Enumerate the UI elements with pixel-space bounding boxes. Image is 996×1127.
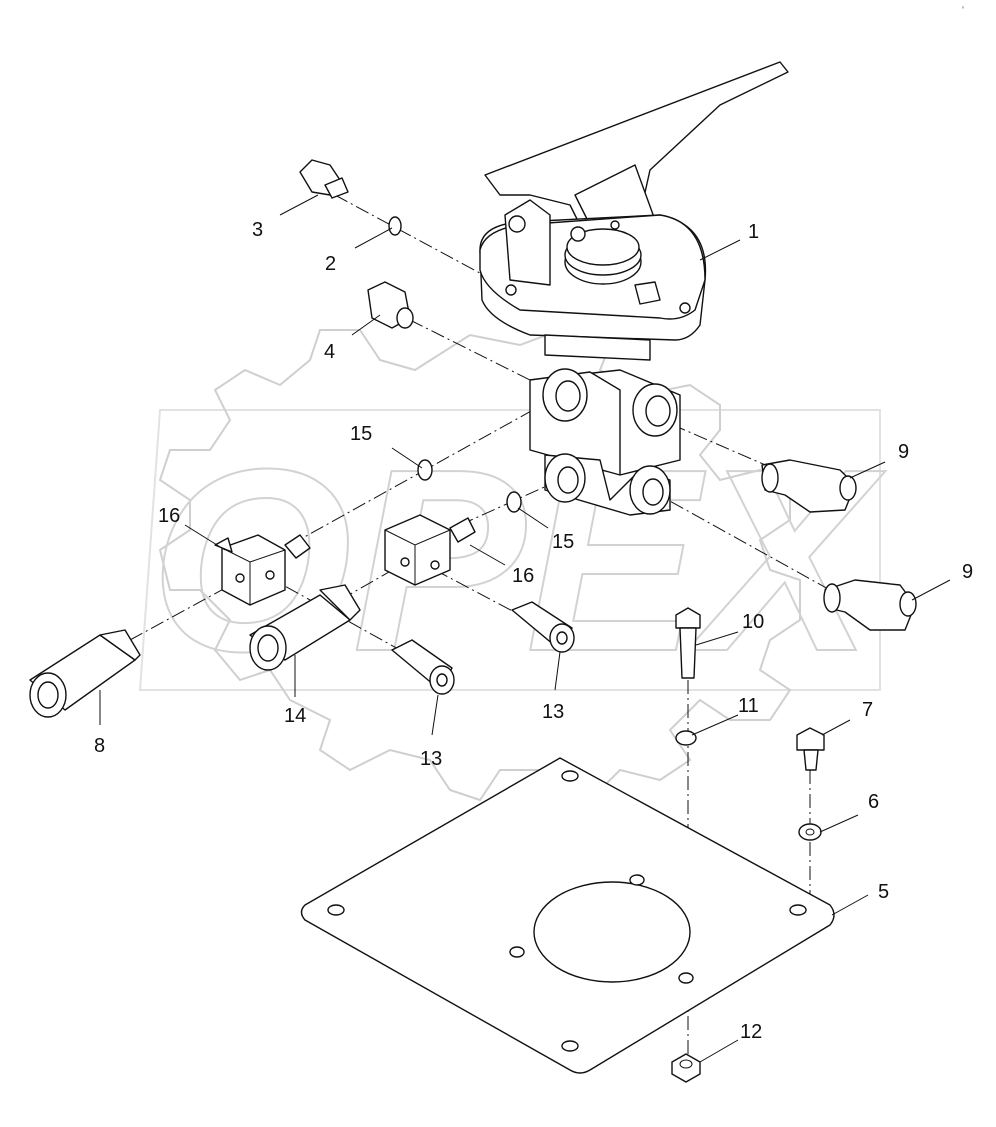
elbow-fitting-lower xyxy=(823,579,917,631)
callout-5: 5 xyxy=(878,881,889,903)
seal-ring-top xyxy=(388,216,402,236)
callout-2: 2 xyxy=(325,253,336,275)
plug-bolt xyxy=(299,159,349,199)
callout-9-lower: 9 xyxy=(962,561,973,583)
leader-lines xyxy=(99,194,951,1063)
elbow-fitting-upper xyxy=(761,459,857,513)
plug-13-left xyxy=(391,639,455,695)
callout-7: 7 xyxy=(862,699,873,721)
callout-11: 11 xyxy=(738,695,759,717)
callout-14: 14 xyxy=(284,705,306,727)
tee-block-right xyxy=(384,514,476,586)
seal-ring-right xyxy=(506,491,522,513)
callout-8: 8 xyxy=(94,735,105,757)
fitting-upper xyxy=(367,281,414,329)
brake-valve-assembly xyxy=(479,61,789,516)
washer-6 xyxy=(798,823,822,841)
nut-12 xyxy=(671,1053,701,1083)
callout-13-left: 13 xyxy=(420,748,442,770)
washer-11 xyxy=(675,730,697,746)
callout-15-left: 15 xyxy=(350,423,372,445)
callout-12: 12 xyxy=(740,1021,762,1043)
callout-1: 1 xyxy=(748,221,759,243)
callout-9-upper: 9 xyxy=(898,441,909,463)
callout-4: 4 xyxy=(324,341,335,363)
bolt-10 xyxy=(675,607,701,679)
callout-3: 3 xyxy=(252,219,263,241)
pressure-switch-8 xyxy=(29,629,141,718)
callout-16-right: 16 xyxy=(512,565,534,587)
callout-numbers: 1 2 3 4 5 6 7 8 9 9 10 11 12 13 13 14 15… xyxy=(94,219,973,1043)
tee-block-left xyxy=(214,534,311,606)
corner-mark: ⁿ xyxy=(962,5,964,12)
pressure-switch-14 xyxy=(249,584,361,671)
seal-ring-left xyxy=(417,459,433,481)
callout-10: 10 xyxy=(742,611,764,633)
plug-13-right xyxy=(511,601,575,653)
callout-16-left: 16 xyxy=(158,505,180,527)
callout-13-right: 13 xyxy=(542,701,564,723)
callout-15-right: 15 xyxy=(552,531,574,553)
mounting-plate xyxy=(300,757,835,1074)
bolt-7 xyxy=(796,727,825,771)
callout-6: 6 xyxy=(868,791,879,813)
